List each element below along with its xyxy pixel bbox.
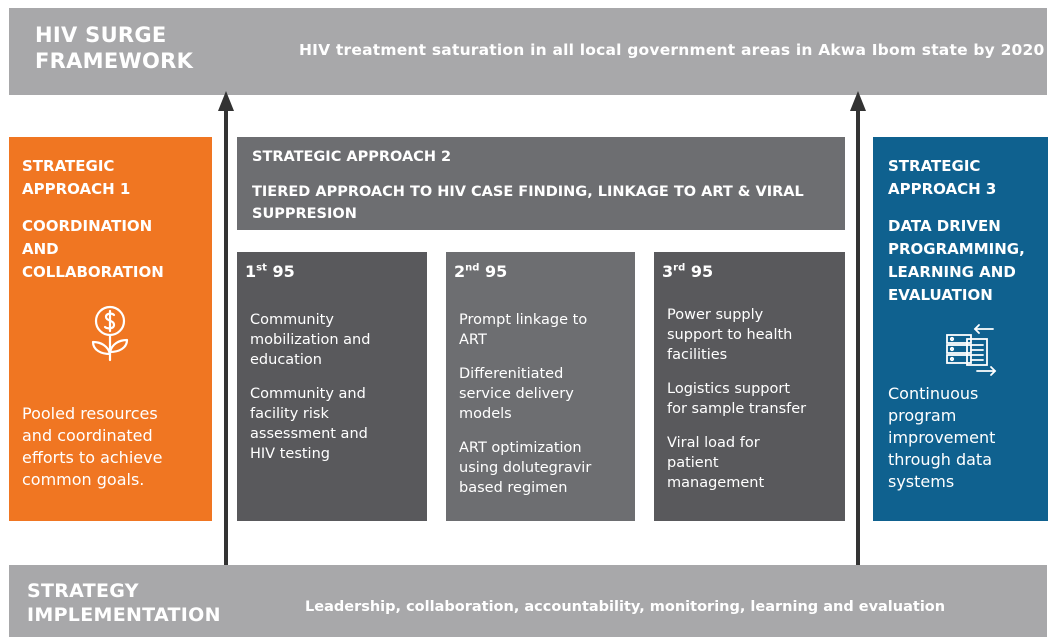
left-arrow-head-icon [218,91,234,111]
second-95-item: Prompt linkage to ART [459,312,588,348]
implementation-footer-bar: STRATEGY IMPLEMENTATION Leadership, coll… [9,565,1047,637]
strategic-approach-3: STRATEGIC APPROACH 3 DATA DRIVEN PROGRAM… [873,137,1048,521]
money-plant-icon [91,305,129,362]
second-95-item: Differenitiated service delivery models [459,366,574,422]
approach-3-description: Continuous program improvement through d… [888,384,996,491]
approach-2-title: TIERED APPROACH TO HIV CASE FINDING, LIN… [252,184,804,222]
approach-1-description: Pooled resources and coordinated efforts… [22,404,163,489]
third-95-column: 3rd 95 Power supply support to health fa… [654,252,845,521]
approach-3-label: STRATEGIC APPROACH 3 [888,157,997,198]
right-arrow-head-icon [850,91,866,111]
implementation-title: STRATEGY IMPLEMENTATION [27,580,221,626]
framework-goal: HIV treatment saturation in all local go… [299,41,1045,59]
first-95-heading: 1st 95 [245,262,295,281]
first-95-item: Community and facility risk assessment a… [250,386,368,462]
third-95-item: Power supply support to health facilitie… [667,307,793,363]
framework-header-bar: HIV SURGE FRAMEWORK HIV treatment satura… [9,8,1047,95]
implementation-principles: Leadership, collaboration, accountabilit… [305,599,946,615]
approach-1-title: COORDINATION AND COLLABORATION [22,217,164,281]
third-95-item: Viral load for patient management [667,435,765,491]
strategic-approach-1: STRATEGIC APPROACH 1 COORDINATION AND CO… [9,137,212,521]
right-arrow-shaft [856,109,860,565]
approach-1-label: STRATEGIC APPROACH 1 [22,157,131,198]
framework-title: HIV SURGE FRAMEWORK [35,23,194,73]
approach-3-title: DATA DRIVEN PROGRAMMING, LEARNING AND EV… [888,217,1025,304]
data-server-icon [946,324,997,376]
third-95-heading: 3rd 95 [662,262,714,281]
third-95-item: Logistics support for sample transfer [667,381,807,417]
first-95-column: 1st 95 Community mobilization and educat… [237,252,427,521]
strategic-approach-2: STRATEGIC APPROACH 2 TIERED APPROACH TO … [237,137,845,230]
left-arrow-shaft [224,109,228,565]
approach-2-label: STRATEGIC APPROACH 2 [252,149,452,165]
second-95-heading: 2nd 95 [454,262,508,281]
second-95-column: 2nd 95 Prompt linkage to ART Differeniti… [446,252,635,521]
first-95-item: Community mobilization and education [250,312,371,368]
second-95-item: ART optimization using dolutegravir base… [459,440,592,496]
